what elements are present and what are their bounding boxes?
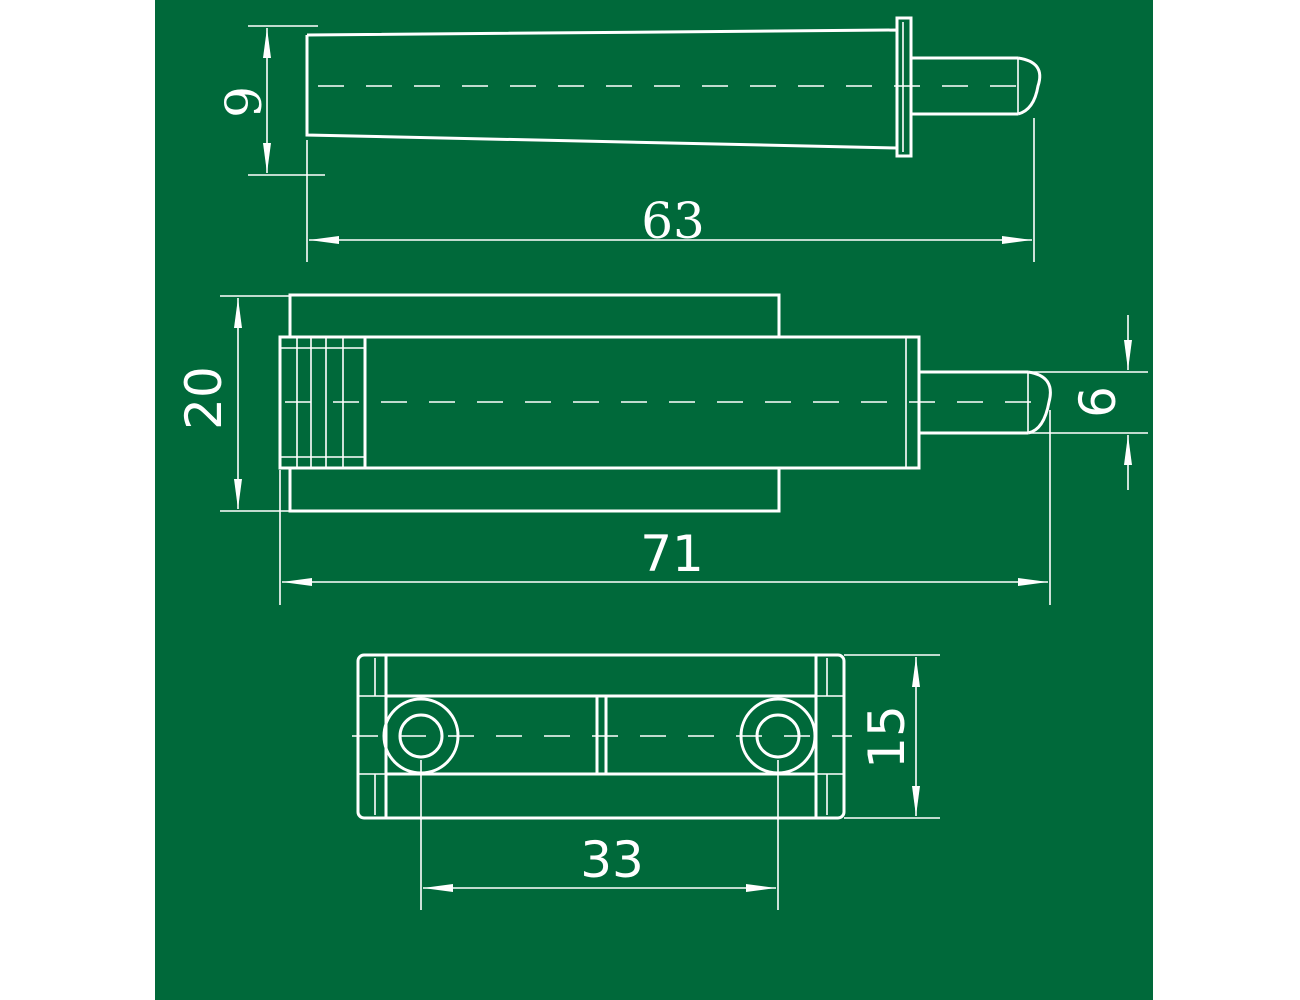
- drawing-background: [155, 0, 1153, 1000]
- plate-top-view: [352, 653, 940, 910]
- dim-pin-length: 63: [641, 192, 705, 250]
- dim-body-length: 71: [640, 525, 704, 583]
- dim-plunger-diameter: 6: [1069, 386, 1127, 418]
- pin-side-view: [248, 16, 1042, 262]
- dim-hole-spacing: 33: [580, 831, 644, 889]
- dim-pin-diameter: 9: [215, 86, 273, 118]
- dim-plate-height: 15: [858, 705, 916, 769]
- dim-body-height: 20: [175, 366, 233, 430]
- housing-side-view: [220, 293, 1148, 605]
